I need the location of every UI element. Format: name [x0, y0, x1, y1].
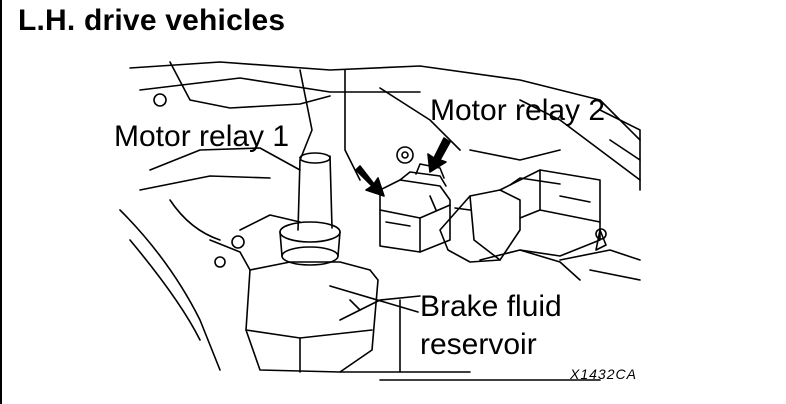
filler-column	[297, 152, 333, 231]
reservoir-leader-line	[329, 285, 419, 313]
brake-fluid-label: Brake fluid	[420, 290, 562, 323]
motor-relay-block	[379, 163, 451, 253]
motor-relay-1-label: Motor relay 1	[114, 120, 290, 153]
engine-bay-background	[119, 61, 641, 371]
left-border	[0, 0, 2, 404]
right-module-box	[499, 169, 601, 257]
motor-relay-2-label: Motor relay 2	[430, 94, 606, 127]
figure-code: X1432CA	[570, 366, 637, 382]
reservoir-label: reservoir	[420, 328, 537, 361]
relay-connector-cover	[439, 189, 521, 263]
relay-pointer-arrows	[355, 137, 451, 197]
arrow-motor-relay-1	[355, 165, 385, 197]
page-title: L.H. drive vehicles	[18, 4, 286, 37]
brake-fluid-reservoir	[245, 221, 379, 373]
arrow-motor-relay-2	[427, 137, 451, 173]
lower-frame	[339, 295, 601, 381]
